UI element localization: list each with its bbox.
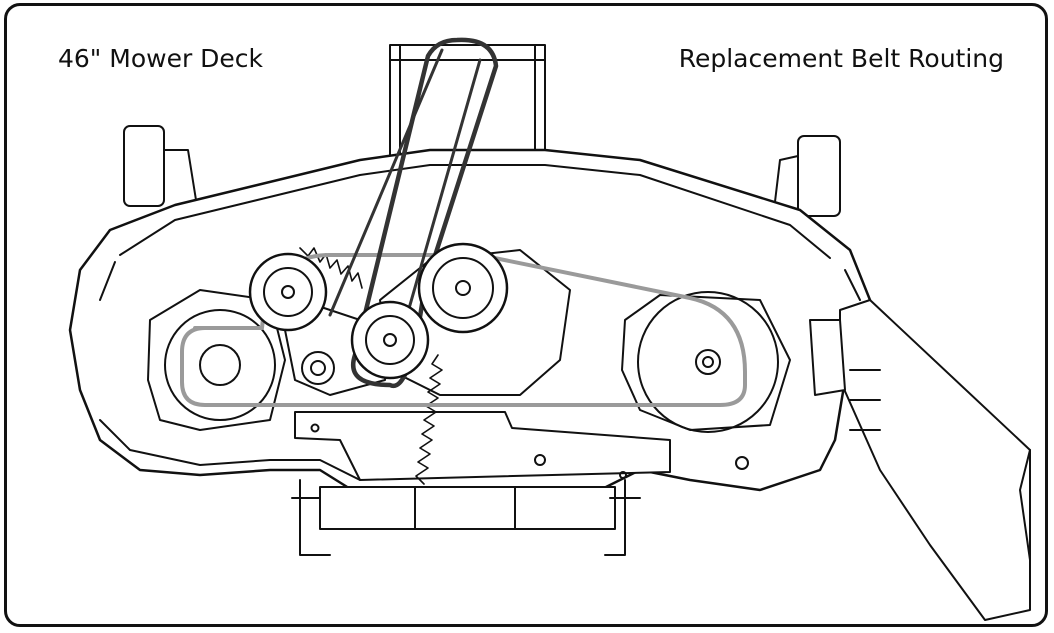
deck-hole	[735, 456, 749, 470]
left-spindle-pulley	[199, 344, 241, 386]
lift-bracket	[294, 411, 671, 481]
belt-routing-label: Replacement Belt Routing	[678, 44, 1004, 73]
left-gauge-wheel	[123, 125, 197, 213]
deck-size-label: 46" Mower Deck	[58, 44, 264, 73]
front-hanger-assembly	[291, 479, 641, 556]
right-gauge-wheel	[773, 135, 841, 221]
deck-hole	[619, 471, 627, 479]
center-spindle-pulley	[417, 242, 509, 334]
idler-pulley-left	[248, 252, 328, 332]
idler-pulley-center	[350, 300, 430, 380]
drive-belt	[351, 37, 499, 389]
right-spindle-pulley	[695, 349, 721, 375]
idler-spring	[299, 247, 363, 289]
tension-spring	[415, 354, 443, 485]
discharge-chute	[809, 299, 1031, 621]
drive-belt-loop	[328, 48, 482, 342]
